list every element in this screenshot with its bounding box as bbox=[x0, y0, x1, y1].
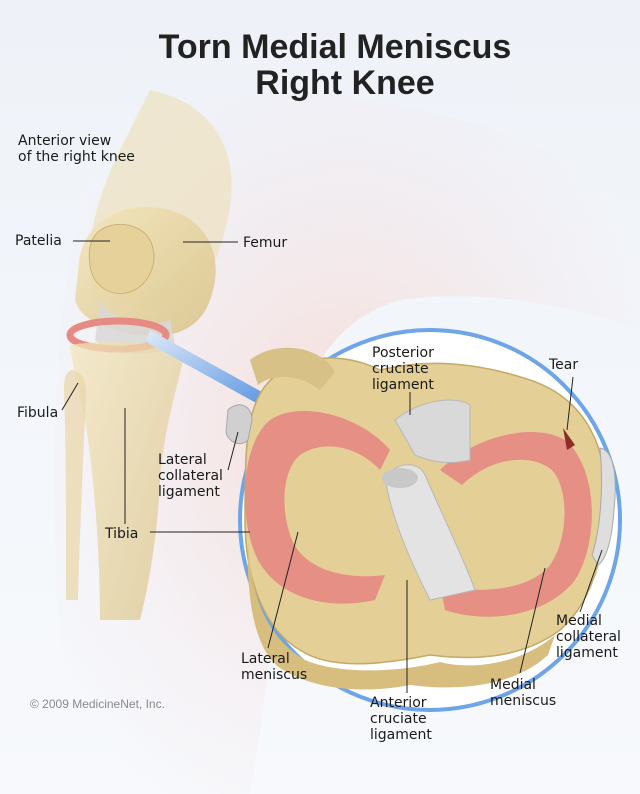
label-medial-collateral-line-1: Medial bbox=[556, 613, 602, 629]
lateral-collateral-shape bbox=[225, 404, 253, 445]
anterior-cruciate-shape bbox=[384, 464, 476, 601]
label-lateral-meniscus: Lateral meniscus bbox=[241, 651, 307, 683]
label-anterior-cruciate-line-1: Anterior bbox=[370, 695, 427, 711]
label-tear: Tear bbox=[549, 357, 579, 373]
copyright-notice: © 2009 MedicineNet, Inc. bbox=[30, 697, 165, 711]
lateral-meniscus-shape bbox=[244, 411, 390, 604]
acl-stump bbox=[382, 468, 418, 488]
view-note-line-2: of the right knee bbox=[18, 149, 135, 165]
label-fibula: Fibula bbox=[17, 405, 59, 421]
label-lateral-collateral-line-3: ligament bbox=[158, 484, 220, 500]
patella-bone bbox=[88, 223, 155, 294]
label-posterior-cruciate-line-1: Posterior bbox=[372, 345, 434, 361]
leader-medial-meniscus bbox=[519, 567, 546, 674]
leader-fibula bbox=[61, 382, 79, 411]
label-medial-meniscus-line-1: Medial bbox=[490, 677, 536, 693]
label-anterior-cruciate-line-2: cruciate bbox=[370, 711, 427, 727]
leader-lines bbox=[61, 240, 603, 693]
label-medial-meniscus-line-2: meniscus bbox=[490, 693, 557, 709]
label-anterior-cruciate: Anterior cruciate ligament bbox=[370, 695, 432, 743]
view-note: Anterior view of the right knee bbox=[18, 133, 135, 165]
label-lateral-meniscus-line-2: meniscus bbox=[241, 667, 308, 683]
label-lateral-collateral: Lateral collateral ligament bbox=[158, 452, 223, 500]
view-note-line-1: Anterior view bbox=[18, 133, 112, 149]
title-line-1: Torn Medial Meniscus bbox=[158, 28, 512, 66]
medial-collateral-shape bbox=[591, 447, 616, 566]
label-medial-collateral-line-2: collateral bbox=[556, 629, 621, 645]
title-line-2: Right Knee bbox=[255, 64, 435, 102]
label-anterior-cruciate-line-3: ligament bbox=[370, 727, 432, 743]
leader-medial-collateral bbox=[579, 549, 603, 613]
label-lateral-collateral-line-1: Lateral bbox=[158, 452, 207, 468]
tibia-bone bbox=[70, 341, 185, 620]
label-lateral-collateral-line-2: collateral bbox=[158, 468, 223, 484]
leader-lateral-collateral bbox=[227, 431, 239, 471]
leader-lateral-meniscus bbox=[267, 531, 299, 649]
fibula-bone bbox=[64, 370, 86, 600]
label-medial-collateral: Medial collateral ligament bbox=[556, 613, 621, 661]
leader-tear bbox=[566, 376, 574, 431]
posterior-cruciate-shape bbox=[394, 399, 471, 463]
label-medial-collateral-line-3: ligament bbox=[556, 645, 618, 661]
medial-meniscus-shape bbox=[440, 431, 592, 617]
label-medial-meniscus: Medial meniscus bbox=[490, 677, 556, 709]
meniscus-tear-mark bbox=[563, 428, 575, 450]
label-posterior-cruciate-line-2: cruciate bbox=[372, 361, 429, 377]
posterior-bump bbox=[250, 347, 335, 390]
label-posterior-cruciate: Posterior cruciate ligament bbox=[372, 345, 434, 393]
label-tibia: Tibia bbox=[105, 526, 139, 542]
label-lateral-meniscus-line-1: Lateral bbox=[241, 651, 290, 667]
label-patella: Patelia bbox=[15, 233, 62, 249]
label-femur: Femur bbox=[243, 235, 288, 251]
label-posterior-cruciate-line-3: ligament bbox=[372, 377, 434, 393]
